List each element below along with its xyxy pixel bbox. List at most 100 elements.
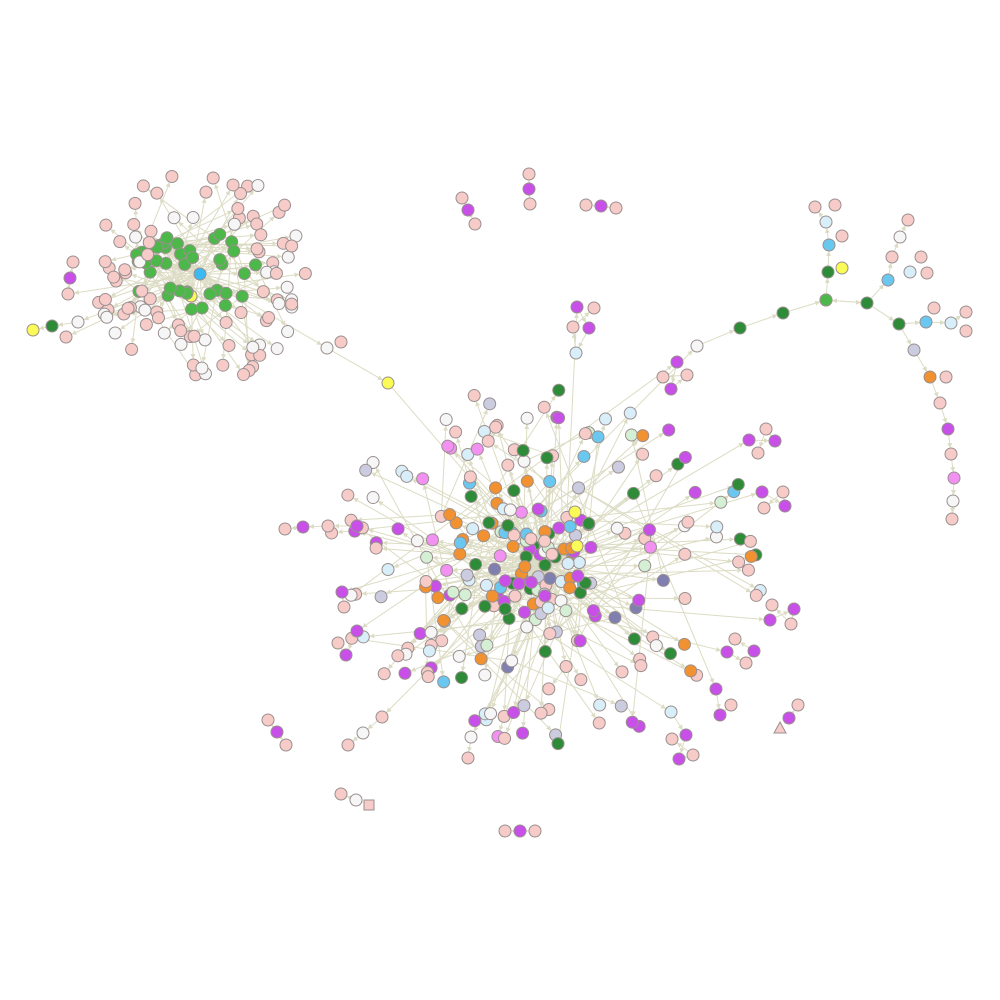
graph-edge [578,333,587,348]
graph-node [517,605,531,619]
graph-node [501,458,515,472]
graph-node [543,571,557,585]
graph-edge [931,382,939,398]
graph-node [586,604,600,618]
graph-node [587,301,601,315]
graph-node [420,550,434,564]
graph-node [514,505,528,519]
graph-node [534,706,548,720]
graph-node [724,698,738,712]
graph-node [453,547,467,561]
graph-node [885,250,899,264]
graph-node [624,428,638,442]
graph-node [552,383,566,397]
graph-node [518,560,532,574]
graph-node [768,434,782,448]
graph-edge [190,278,198,289]
graph-node [538,558,552,572]
graph-node [572,481,586,495]
graph-node [643,540,657,554]
graph-node [174,324,188,338]
graph-node [185,302,199,316]
graph-edge [517,662,616,705]
graph-node [98,255,112,269]
graph-node [398,666,412,680]
graph-node [237,267,251,281]
graph-edge [824,277,830,295]
graph-edge [574,495,691,576]
graph-node [784,617,798,631]
graph-node [625,715,639,729]
graph-node [413,626,427,640]
graph-node [516,444,530,458]
graph-node [213,227,227,241]
graph-node [108,326,122,340]
graph-node [473,628,487,642]
graph-node [187,329,201,343]
graph-node [227,217,241,231]
graph-node [463,470,477,484]
graph-node [656,573,670,587]
graph-node [594,199,608,213]
graph-node [375,710,389,724]
graph-edge [583,490,752,593]
graph-node [578,427,592,441]
graph-node [453,536,467,550]
graph-edge [579,311,587,323]
graph-edge [447,623,545,706]
graph-node [488,562,502,576]
graph-node [611,460,625,474]
graph-node [359,463,373,477]
graph-node [561,556,575,570]
graph-edge [776,609,788,621]
graph-node [468,714,482,728]
graph-node [489,420,503,434]
graph-node [670,355,684,369]
graph-node [679,728,693,742]
graph-node [720,645,734,659]
graph-node [467,389,481,403]
graph-edge [745,314,778,327]
graph-node [285,239,299,253]
graph-node [520,474,534,488]
graph-node [231,202,245,216]
graph-node [919,315,933,329]
graph-node [835,229,849,243]
graph-edge [831,298,862,304]
graph-node [443,508,457,522]
graph-node [522,182,536,196]
graph-node [577,449,591,463]
graph-node [272,297,286,311]
graph-edge [731,654,741,660]
graph-node [125,342,139,356]
graph-node [281,325,295,339]
graph-node [959,305,973,319]
graph-node [579,198,593,212]
graph-node [391,649,405,663]
graph-node [505,654,519,668]
graph-node [157,326,171,340]
graph-node [422,644,436,658]
graph-node [627,632,641,646]
graph-node [320,341,334,355]
graph-node [455,671,469,685]
graph-node [482,516,496,530]
graph-edge [194,262,200,269]
graph-node [498,602,512,616]
graph-node [642,523,656,537]
graph-node [478,599,492,613]
graph-node [321,519,335,533]
graph-edge [73,274,195,295]
graph-edge [950,459,956,473]
graph-edge [550,561,563,567]
graph-node [425,533,439,547]
graph-node [498,824,512,838]
graph-node [542,682,556,696]
graph-edge [198,279,204,302]
graph-node [270,342,284,356]
graph-node [757,501,771,515]
graph-edge [754,438,770,444]
graph-node [139,318,153,332]
graph-node [59,330,73,344]
graph-node [446,585,460,599]
